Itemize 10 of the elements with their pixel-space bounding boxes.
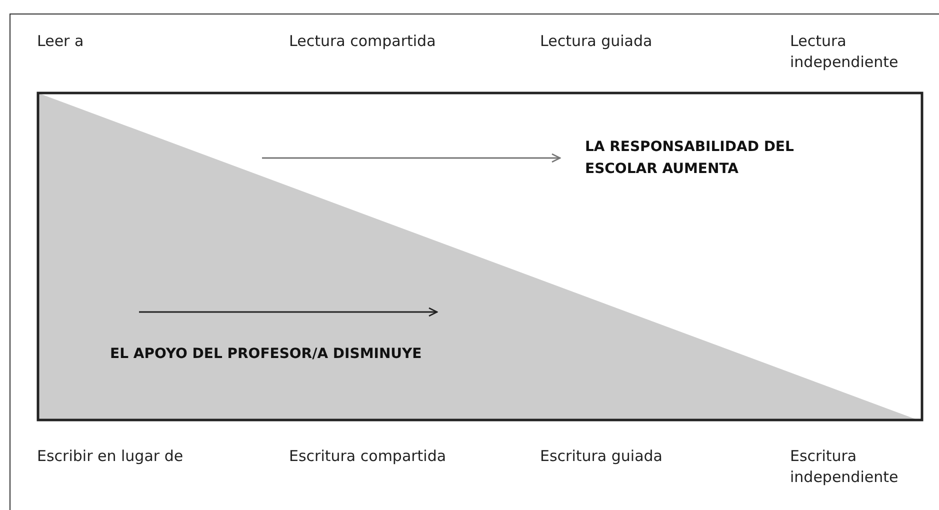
reading-stage-label: Lectura independiente [790, 31, 900, 73]
writing-stage-label: Escribir en lugar de [37, 446, 184, 467]
reading-stage-label: Lectura compartida [289, 31, 437, 52]
writing-stage-label: Escritura guiada [540, 446, 664, 467]
trend-label: LA RESPONSABILIDAD DEL ESCOLAR AUMENTA [585, 138, 795, 179]
trend-label: EL APOYO DEL PROFESOR/A DISMINUYE [110, 345, 423, 364]
writing-stage-label: Escritura compartida [289, 446, 448, 467]
reading-stage-label: Lectura guiada [540, 31, 654, 52]
reading-stage-label: Leer a [37, 31, 85, 52]
writing-stage-label: Escritura independiente [790, 446, 900, 488]
